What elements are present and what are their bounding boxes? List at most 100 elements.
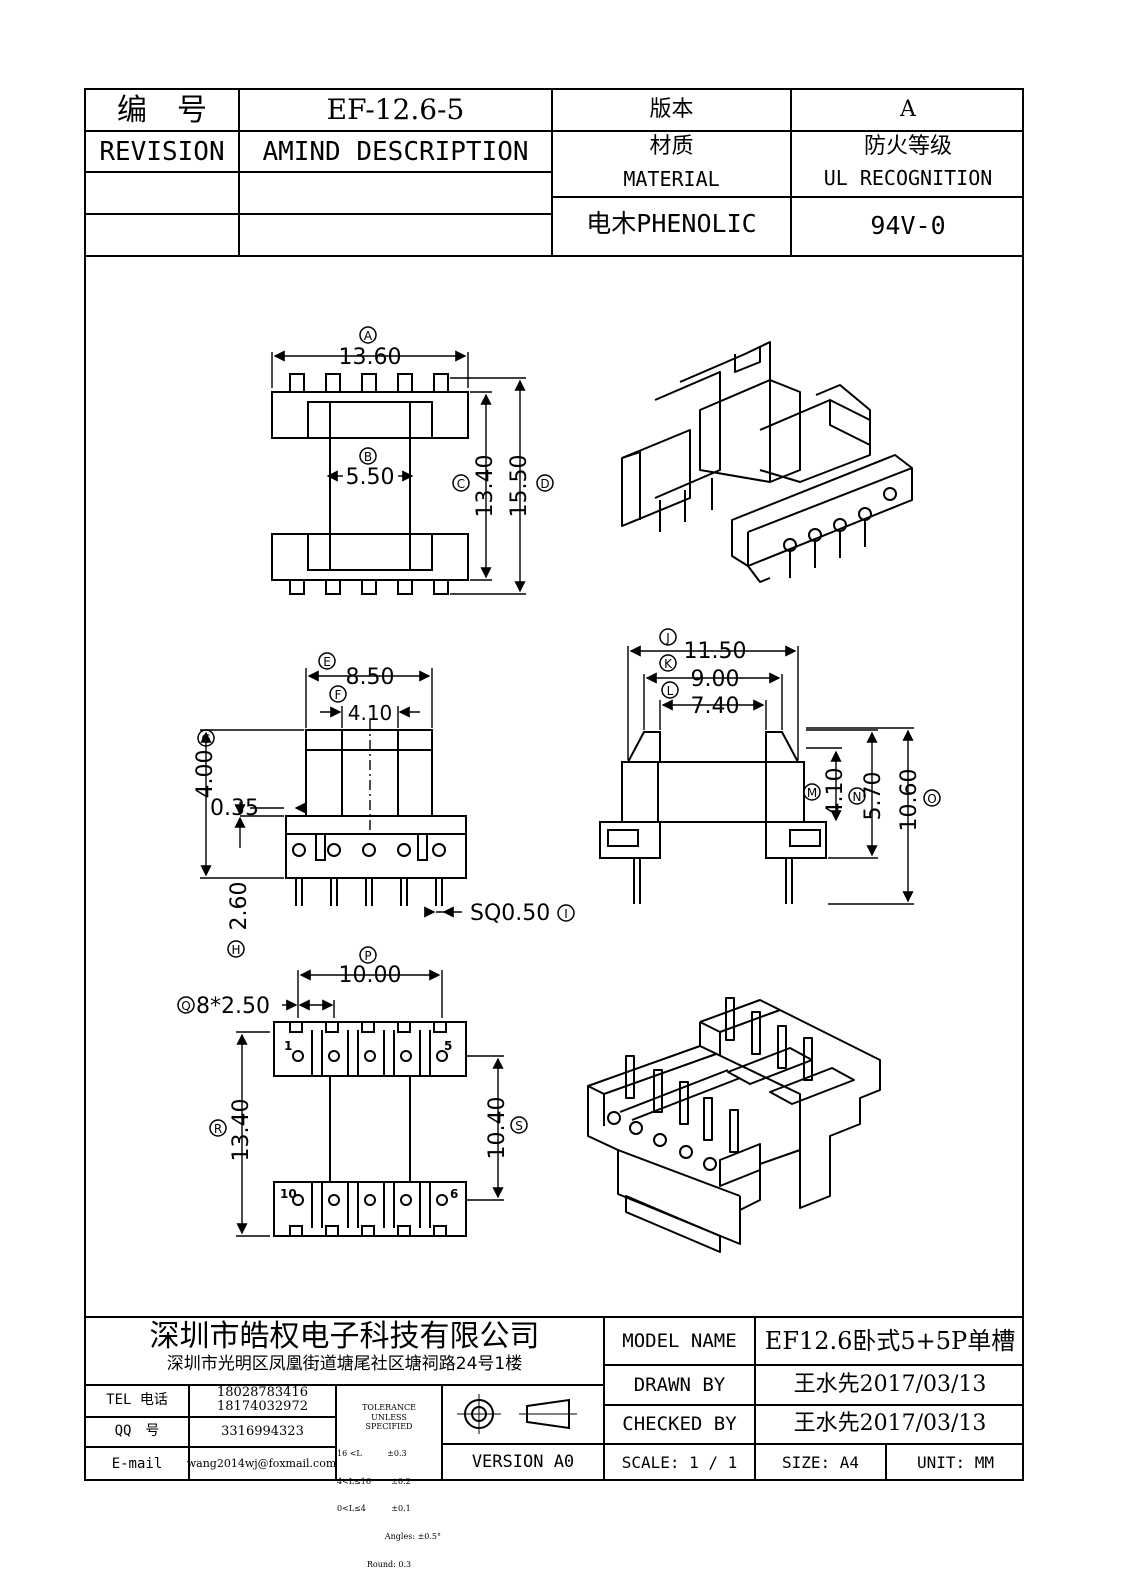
number-label: 编 号 <box>117 92 207 128</box>
tel-number: 18028783416 <box>217 1385 308 1401</box>
dim-tag: D <box>540 477 549 491</box>
revision-label: REVISION <box>99 136 225 167</box>
dim-label: 9.00 <box>691 667 740 692</box>
title-block-divider <box>603 1443 1024 1445</box>
dim-tag: F <box>335 688 342 702</box>
email-label: E-mail <box>111 1455 163 1472</box>
size-value: SIZE: A4 <box>781 1453 860 1473</box>
bottom-view <box>236 969 504 1237</box>
tel-label: TEL 电话 <box>106 1392 168 1409</box>
fire-label-en: UL RECOGNITION <box>823 166 993 190</box>
tolerance-row: 16 <L ±0.3 <box>337 1449 407 1459</box>
qq-number: 3316994323 <box>221 1423 304 1439</box>
fire-label-cn: 防火等级 <box>863 133 952 159</box>
tolerance-row: 4<L≤16 ±0.2 <box>337 1476 411 1486</box>
drawn-by-value: 王水先2017/03/13 <box>793 1371 987 1397</box>
dim-label: 10.40 <box>485 1097 510 1160</box>
dim-tag: C <box>457 477 465 491</box>
dim-tag: J <box>665 631 670 645</box>
drawing-frame <box>84 88 1024 1481</box>
pin-number: 10 <box>280 1187 297 1201</box>
dim-label: 13.60 <box>339 345 402 370</box>
material-label-cn: 材质 <box>649 133 694 159</box>
dim-tag: H <box>231 943 240 957</box>
title-block-divider <box>441 1443 603 1445</box>
fire-rating-value: 94V-0 <box>870 210 946 240</box>
model-name-value: EF12.6卧式5+5P单槽 <box>764 1326 1016 1355</box>
tolerance-row: Angles: ±0.5° <box>384 1532 441 1541</box>
dim-label: SQ0.50 <box>470 901 550 926</box>
isometric-view-top <box>621 341 913 583</box>
tolerance-row: 0<L≤4 ±0.1 <box>337 1504 411 1514</box>
material-value: 电木PHENOLIC <box>586 209 757 239</box>
side-view <box>200 668 467 918</box>
dim-tag: I <box>564 907 568 921</box>
material-label-en: MATERIAL <box>623 167 720 191</box>
header-divider <box>551 88 553 255</box>
front-view <box>599 645 914 905</box>
title-block-divider <box>84 1446 335 1448</box>
title-block-divider <box>188 1384 190 1481</box>
pin-number: 6 <box>450 1187 458 1201</box>
pin-number: 5 <box>444 1039 452 1053</box>
dim-label: 11.50 <box>684 639 747 664</box>
checked-by-label: CHECKED BY <box>622 1413 737 1436</box>
title-block-divider <box>84 1416 335 1418</box>
top-view-labels: A 13.60 B 5.50 13.40 C 15.50 D <box>339 326 554 518</box>
title-block-divider <box>885 1443 887 1481</box>
projection-symbol-icon <box>457 1394 577 1434</box>
pin-number: 1 <box>284 1039 292 1053</box>
dim-tag: B <box>364 450 372 464</box>
scale-value: SCALE: 1 / 1 <box>621 1453 738 1473</box>
header-divider <box>238 88 240 255</box>
dim-label: 7.40 <box>691 694 740 719</box>
dim-tag: R <box>214 1122 222 1136</box>
dim-tag: L <box>667 684 674 698</box>
tolerance-row: Round: 0.3 <box>366 1559 412 1569</box>
qq-label: QQ 号 <box>114 1423 160 1440</box>
dim-label: 15.50 <box>507 455 532 518</box>
checked-by-value: 王水先2017/03/13 <box>793 1411 987 1437</box>
side-view-labels: E 8.50 F 4.10 G 4.00 0.35 2.60 H SQ0.50 … <box>193 652 575 958</box>
dim-label: 10.60 <box>897 769 922 832</box>
dim-tag: S <box>515 1119 523 1133</box>
part-number: EF-12.6-5 <box>326 92 465 126</box>
dim-label: 4.10 <box>348 701 393 725</box>
company-address: 深圳市光明区凤凰街道塘尾社区塘祠路24号1楼 <box>166 1353 523 1374</box>
dim-label: 0.35 <box>210 796 259 821</box>
model-name-label: MODEL NAME <box>622 1329 737 1352</box>
dim-tag: M <box>807 786 817 800</box>
header-divider <box>84 171 552 173</box>
dim-label: 13.40 <box>473 455 498 518</box>
front-view-labels: J 11.50 K 9.00 L 7.40 M 4.10 N 5.70 10.6… <box>659 628 941 832</box>
dim-label: 2.60 <box>227 882 252 931</box>
title-block-divider <box>603 1404 1024 1406</box>
title-block-divider <box>754 1316 756 1481</box>
dim-tag: G <box>201 732 210 746</box>
dim-label: 4.00 <box>193 750 218 799</box>
title-block-divider <box>603 1364 1024 1366</box>
title-block-divider <box>84 1316 1024 1318</box>
dim-tag: A <box>364 329 373 343</box>
unit-value: UNIT: MM <box>916 1453 995 1473</box>
dim-tag: K <box>664 657 673 671</box>
tel-number: 18174032972 <box>217 1399 308 1415</box>
dim-label: 4.10 <box>823 768 848 817</box>
header-divider <box>790 88 792 255</box>
top-view <box>271 350 526 595</box>
header-divider <box>84 255 1024 257</box>
version-note: VERSION A0 <box>471 1451 575 1472</box>
dim-label: 8.50 <box>346 665 395 690</box>
dim-tag: Q <box>181 999 190 1013</box>
header-divider <box>552 196 1024 198</box>
bottom-view-labels: P 10.00 Q 8*2.50 1 5 10 6 R 13.40 10.40 … <box>177 946 528 1201</box>
dim-tag: P <box>364 949 371 963</box>
email-address: wang2014wj@foxmail.com <box>186 1457 337 1471</box>
dim-label: 10.00 <box>339 963 402 988</box>
isometric-view-bottom <box>587 997 881 1253</box>
description-label: AMIND DESCRIPTION <box>262 136 529 167</box>
dim-tag: O <box>927 792 936 806</box>
title-block-divider <box>335 1384 337 1481</box>
dim-tag: N <box>853 790 862 804</box>
